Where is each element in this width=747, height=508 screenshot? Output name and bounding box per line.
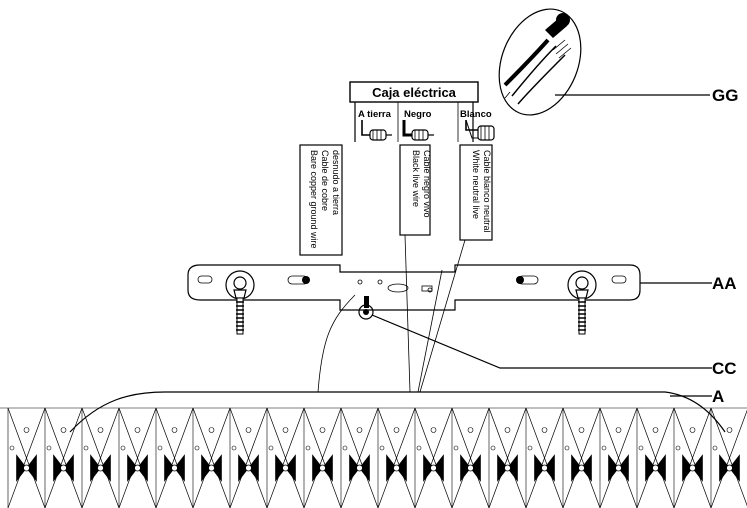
crystal-cell — [636, 407, 675, 508]
crystal-cell — [229, 407, 268, 508]
callout-gg: GG — [712, 86, 738, 105]
note-ground-line3: desnudo a tierra — [331, 150, 341, 215]
crystal-cell — [451, 407, 490, 508]
canopy-outline — [69, 391, 726, 433]
crystal-cell — [192, 407, 231, 508]
crystal-cell — [118, 407, 157, 508]
crystal-cell — [710, 407, 747, 508]
callout-a: A — [712, 387, 724, 406]
callout-cc: CC — [712, 359, 737, 378]
electrical-box-title: Caja eléctrica — [372, 85, 457, 100]
wire-tag-white: Blanco — [460, 109, 492, 120]
magnifier-bubble-icon — [498, 8, 582, 116]
note-ground-box — [299, 144, 343, 256]
ground-screw-icon — [358, 296, 374, 320]
crystal-cell — [155, 407, 194, 508]
note-white-box — [459, 144, 493, 241]
wire-nut-icon — [361, 120, 392, 141]
note-white-line1: White neutral live — [471, 150, 481, 219]
wire-tag-black: Negro — [404, 109, 432, 120]
note-black-box — [399, 144, 431, 236]
crystal-cell — [44, 407, 83, 508]
crystal-cell — [562, 407, 601, 508]
note-black-line2: Cable negro vivo — [422, 150, 432, 218]
wire-tag-ground: A tierra — [358, 109, 392, 120]
crystal-cell — [525, 407, 564, 508]
note-ground-line2: Cable de cobre — [320, 150, 330, 211]
screw-icon — [225, 270, 255, 335]
crystal-cell — [673, 407, 712, 508]
note-white-line2: Cable blanco neutral — [482, 150, 492, 233]
crystal-cell — [303, 407, 342, 508]
cc-leader-line — [371, 314, 712, 369]
note-black-line1: Black live wire — [411, 150, 421, 207]
crystal-cell — [81, 407, 120, 508]
screw-icon — [567, 270, 597, 335]
crystal-cell — [488, 407, 527, 508]
note-ground-line1: Bare copper ground wire — [309, 150, 319, 249]
crystal-cell — [599, 407, 638, 508]
crystal-cell — [7, 407, 46, 508]
crystal-cell — [377, 407, 416, 508]
mounting-bar — [187, 264, 641, 311]
crystal-cell — [266, 407, 305, 508]
callout-aa: AA — [712, 274, 737, 293]
crystal-cell — [414, 407, 453, 508]
wire-nut-icon — [402, 120, 434, 141]
electrical-box-outline — [349, 81, 479, 103]
crystal-fringe — [0, 407, 747, 508]
crystal-cell — [340, 407, 379, 508]
wire-nut-icon — [465, 119, 495, 141]
